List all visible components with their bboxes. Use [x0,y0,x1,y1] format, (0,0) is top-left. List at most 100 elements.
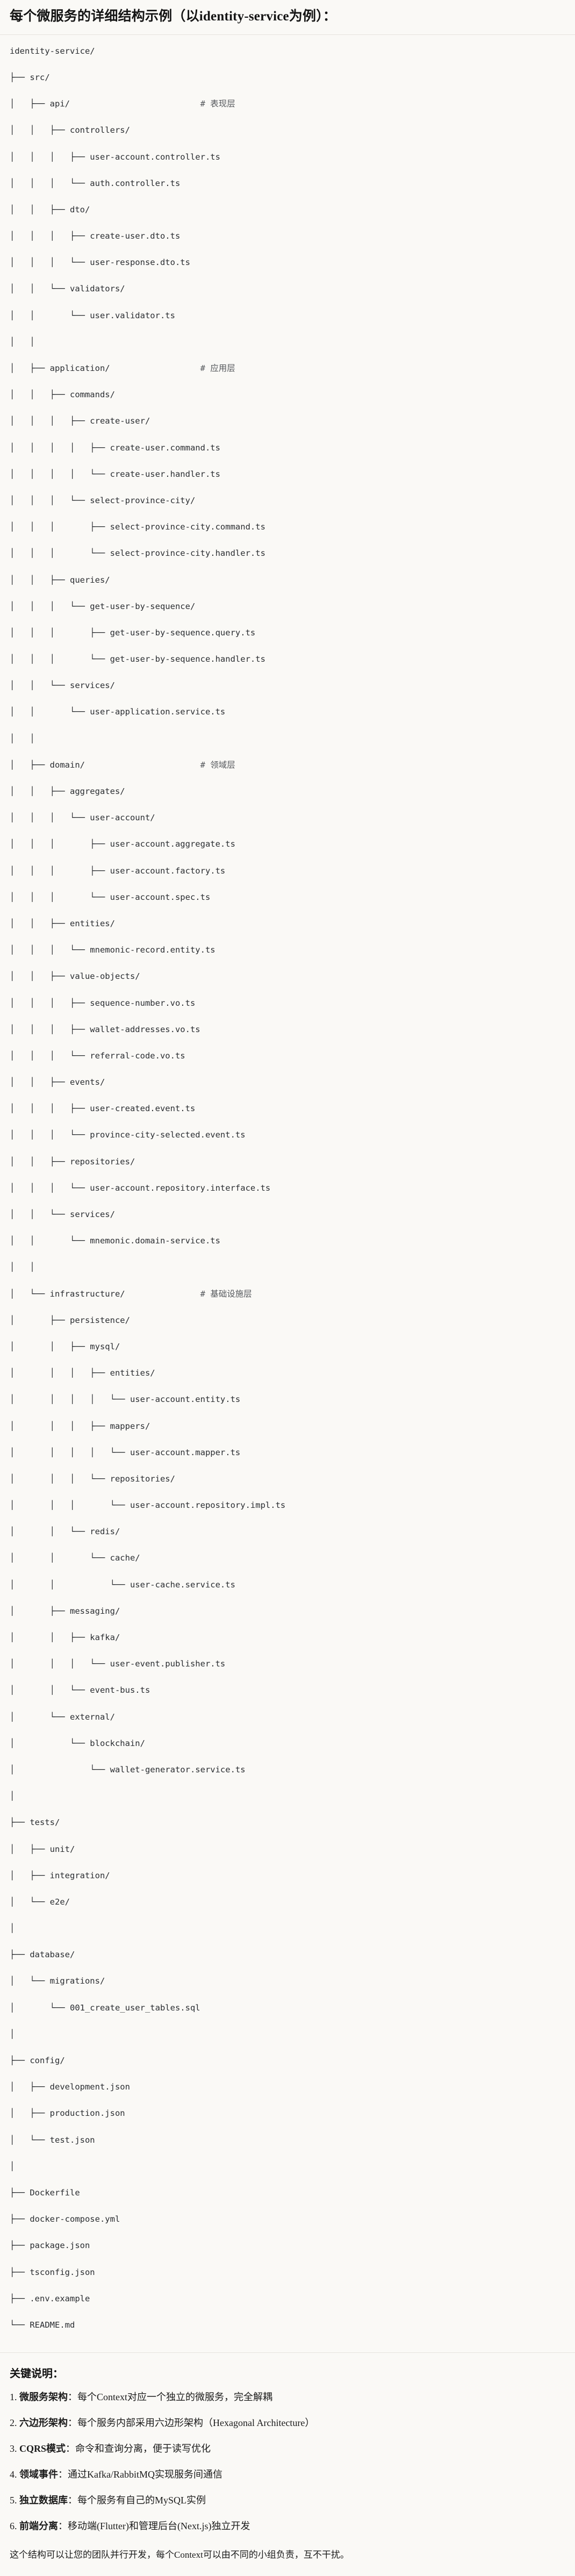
tree-line: │ │ └── mnemonic.domain-service.ts [10,1236,220,1246]
tree-line: │ │ └── redis/ [10,1527,120,1537]
key-note-description: 每个服务内部采用六边形架构（Hexagonal Architecture） [77,2417,315,2429]
tree-line: │ │ │ └── user-event.publisher.ts [10,1659,226,1669]
tree-line: │ │ ├── entities/ [10,918,115,928]
tree-line: │ │ [10,337,35,347]
tree-line: │ │ │ └── get-user-by-sequence.handler.t… [10,654,265,664]
tree-line: │ │ │ └── referral-code.vo.ts [10,1050,185,1061]
tree-line: │ │ │ └── user-account/ [10,813,155,823]
tree-line: │ │ ├── queries/ [10,575,110,585]
tree-line: │ ├── application/ # 应用层 [10,363,235,373]
tree-line: │ │ │ ├── entities/ [10,1368,155,1378]
tree-line: │ │ │ └── get-user-by-sequence/ [10,601,196,611]
tree-line: │ ├── api/ # 表现层 [10,99,235,109]
tree-line: │ [10,1923,15,1934]
tree-line: │ │ [10,733,35,743]
key-note-separator: ： [58,2521,68,2532]
tree-line: │ │ └── user-application.service.ts [10,707,226,717]
tree-line: ├── .env.example [10,2293,90,2303]
key-note-separator: ： [68,2392,77,2403]
key-notes-title: 关键说明： [10,2368,63,2380]
key-note-term: 微服务架构 [19,2392,68,2403]
key-note-number: 4. [10,2469,19,2480]
tree-line: ├── database/ [10,1950,75,1960]
tree-line: │ │ ├── commands/ [10,390,115,400]
key-note-separator: ： [68,2417,77,2429]
key-note-number: 5. [10,2495,19,2506]
tree-line: │ │ │ └── select-province-city.handler.t… [10,548,265,559]
tree-line: │ │ │ ├── user-account.aggregate.ts [10,839,235,849]
key-note-description: 命令和查询分离，便于读写优化 [75,2443,211,2455]
tree-line: │ └── external/ [10,1712,115,1722]
tree-line-comment: # 表现层 [200,99,235,109]
tree-line-comment: # 应用层 [200,363,235,373]
tree-line: │ └── infrastructure/ # 基础设施层 [10,1289,252,1299]
key-note-description: 移动端(Flutter)和管理后台(Next.js)独立开发 [68,2521,250,2532]
tree-line: │ │ │ └── province-city-selected.event.t… [10,1130,246,1140]
tree-line: │ ├── development.json [10,2082,130,2092]
tree-line: └── README.md [10,2320,75,2330]
key-note-number: 6. [10,2521,19,2532]
key-notes-section: 关键说明： 1. 微服务架构：每个Context对应一个独立的微服务，完全解耦 2… [0,2352,575,2576]
tree-line: ├── config/ [10,2056,65,2065]
tree-line: │ │ ├── aggregates/ [10,786,125,796]
tree-line: │ │ ├── events/ [10,1077,105,1087]
tree-line: ├── package.json [10,2241,90,2251]
tree-line: ├── src/ [10,72,50,82]
tree-line: │ [10,1791,15,1801]
key-note-description: 通过Kafka/RabbitMQ实现服务间通信 [68,2469,222,2480]
key-note-term: CQRS模式 [19,2443,66,2455]
tree-line: │ │ │ └── repositories/ [10,1473,175,1484]
tree-line: ├── tests/ [10,1817,60,1828]
tree-line: │ │ │ └── mnemonic-record.entity.ts [10,945,215,955]
directory-tree: identity-service/ ├── src/ │ ├── api/ # … [10,45,565,2345]
tree-line: │ │ │ ├── mappers/ [10,1421,150,1431]
tree-line: │ │ [10,1262,35,1272]
tree-line: │ │ │ ├── sequence-number.vo.ts [10,998,196,1008]
tree-line: │ │ │ └── auth.controller.ts [10,178,181,188]
tree-line: │ ├── production.json [10,2108,125,2119]
tree-line-comment: # 领域层 [200,760,235,770]
tree-line: │ │ │ ├── create-user.dto.ts [10,231,181,241]
key-note-term: 领域事件 [19,2469,58,2480]
tree-line: │ └── test.json [10,2135,95,2145]
tree-line: │ │ │ └── user-response.dto.ts [10,257,190,268]
tree-line: │ │ │ ├── get-user-by-sequence.query.ts [10,627,256,638]
tree-line: ├── Dockerfile [10,2187,80,2198]
tree-line: │ │ └── services/ [10,681,115,691]
key-note-item: 3. CQRS模式：命令和查询分离，便于读写优化 [10,2442,565,2456]
tree-line: ├── docker-compose.yml [10,2214,120,2224]
tree-line: │ │ ├── kafka/ [10,1633,120,1642]
tree-line: │ ├── messaging/ [10,1606,120,1616]
key-note-item: 4. 领域事件：通过Kafka/RabbitMQ实现服务间通信 [10,2467,565,2482]
key-note-item: 5. 独立数据库：每个服务有自己的MySQL实例 [10,2493,565,2508]
key-notes-list: 1. 微服务架构：每个Context对应一个独立的微服务，完全解耦 2. 六边形架… [10,2390,565,2534]
tree-line: identity-service/ [10,46,95,56]
key-note-term: 独立数据库 [19,2495,68,2506]
tree-line: │ │ │ ├── create-user/ [10,416,150,426]
tree-line: │ └── migrations/ [10,1976,105,1986]
key-note-item: 2. 六边形架构：每个服务内部采用六边形架构（Hexagonal Archite… [10,2416,565,2430]
key-note-description: 每个服务有自己的MySQL实例 [77,2495,206,2506]
tree-line: │ │ │ └── select-province-city/ [10,495,196,505]
closing-statement: 这个结构可以让您的团队并行开发，每个Context可以由不同的小组负责，互不干扰… [10,2550,349,2560]
key-note-item: 1. 微服务架构：每个Context对应一个独立的微服务，完全解耦 [10,2390,565,2405]
key-note-separator: ： [58,2469,68,2480]
tree-line: │ ├── integration/ [10,1870,110,1880]
tree-line: │ │ ├── mysql/ [10,1341,120,1351]
tree-line: │ │ │ └── user-account.repository.impl.t… [10,1500,286,1511]
tree-line: │ │ │ │ ├── create-user.command.ts [10,442,220,453]
tree-line: │ │ │ ├── user-created.event.ts [10,1104,196,1114]
key-note-term: 六边形架构 [19,2417,68,2429]
tree-line: │ └── e2e/ [10,1897,70,1907]
tree-line: │ │ ├── dto/ [10,204,90,214]
tree-line: │ │ │ ├── user-account.controller.ts [10,152,220,162]
tree-line: ├── tsconfig.json [10,2267,95,2277]
key-note-description: 每个Context对应一个独立的微服务，完全解耦 [77,2392,272,2403]
tree-line: │ └── 001_create_user_tables.sql [10,2002,200,2013]
tree-line: │ │ │ │ └── user-account.entity.ts [10,1394,241,1405]
tree-line: │ │ │ └── user-account.spec.ts [10,892,211,902]
tree-line: │ │ │ ├── wallet-addresses.vo.ts [10,1024,200,1034]
key-note-separator: ： [68,2495,77,2506]
key-note-separator: ： [66,2443,76,2455]
